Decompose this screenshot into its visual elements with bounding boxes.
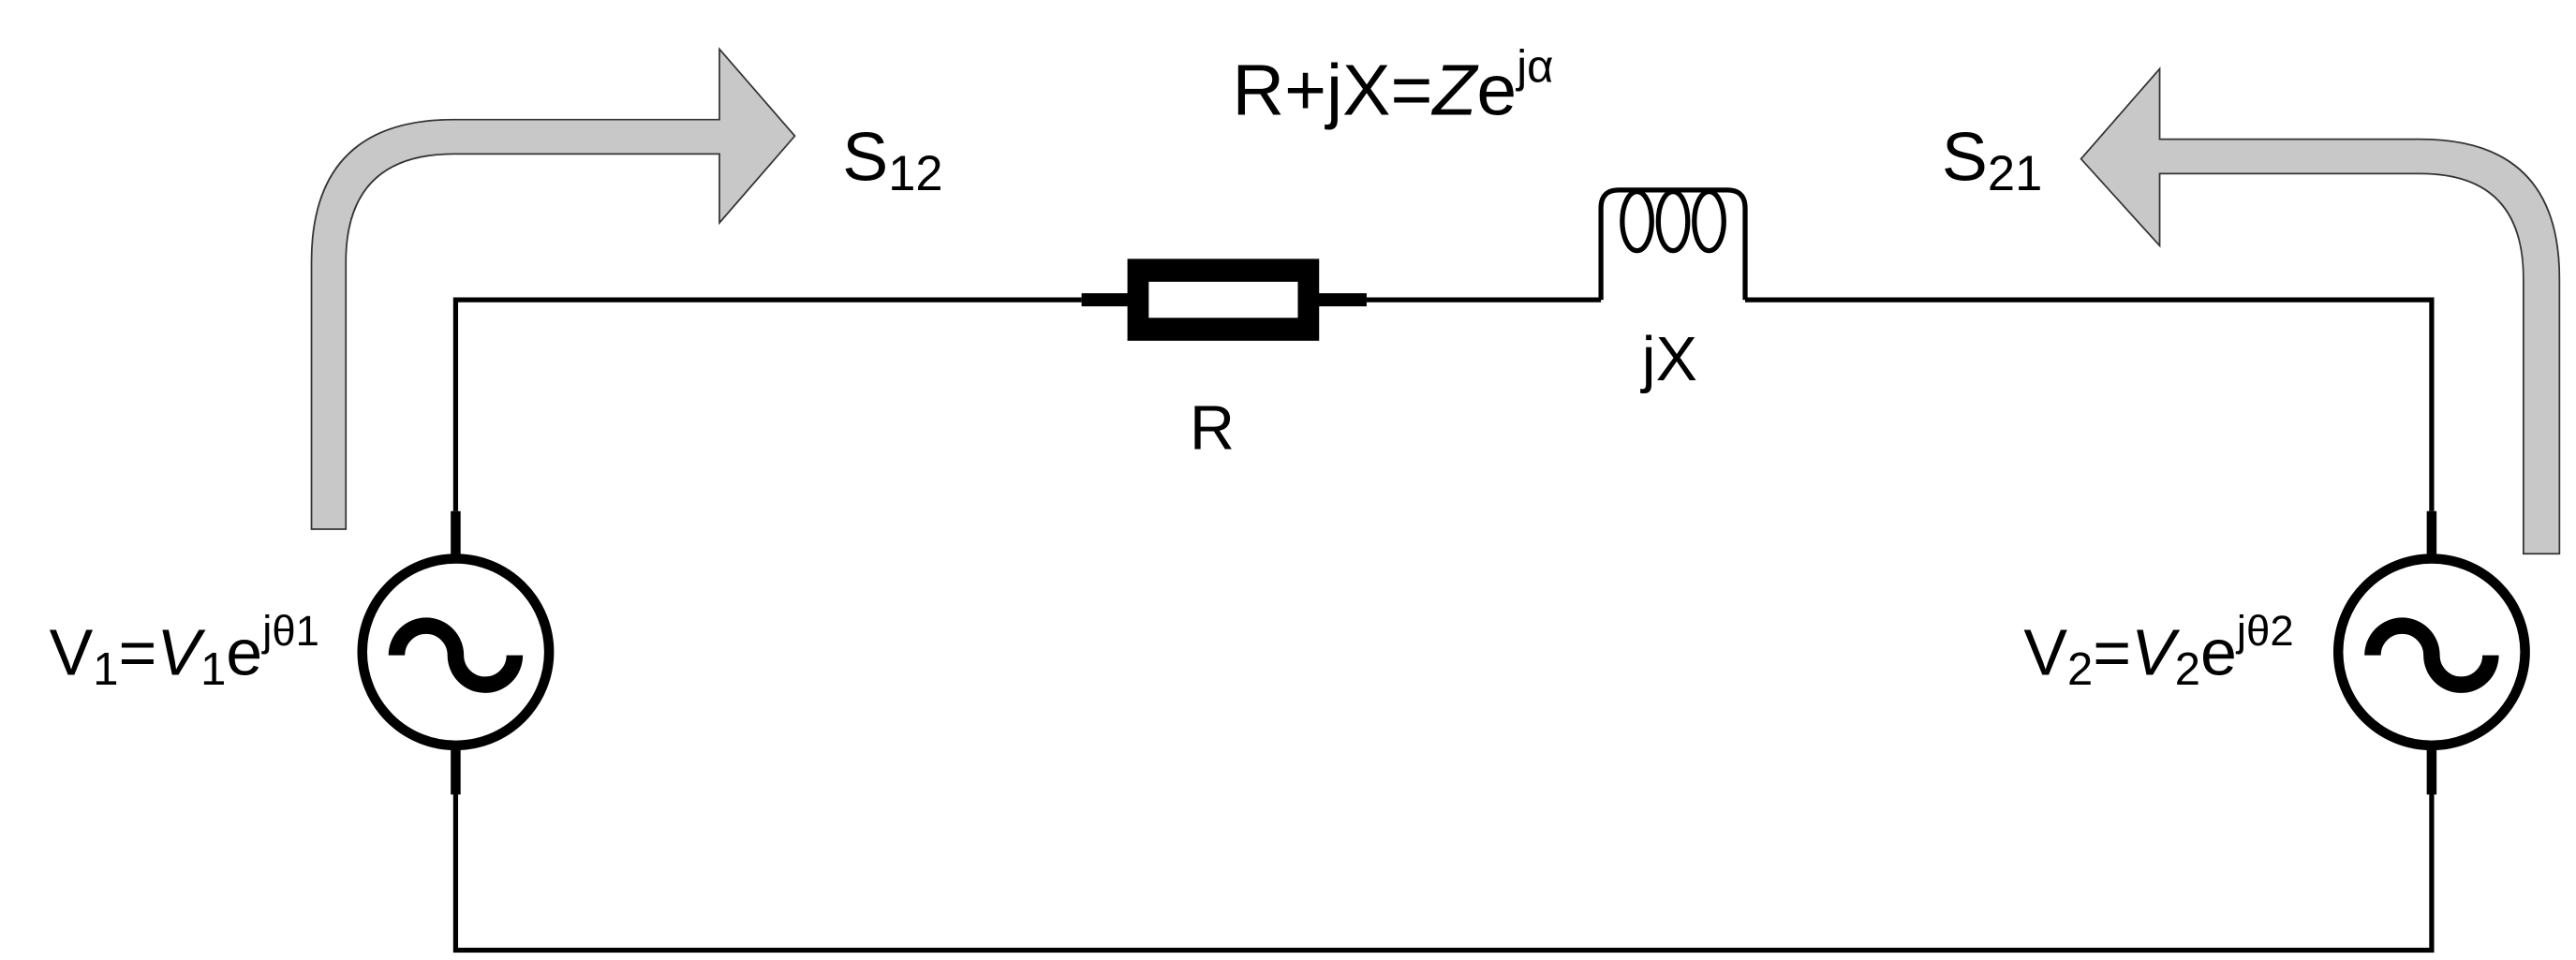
- sine-wave-icon: [388, 617, 524, 693]
- wire-top-right: [1745, 297, 2435, 511]
- resistor-label: R: [1190, 393, 1235, 463]
- s12-label: S12: [842, 117, 942, 200]
- inductor-label: jX: [1640, 325, 1697, 394]
- source-1-label: V1=V1ejθ1: [50, 607, 319, 695]
- power-flow-arrow-s21: [2080, 66, 2561, 555]
- source-2-label: V2=V2ejθ2: [2023, 607, 2293, 695]
- s21-label: S21: [1942, 117, 2042, 200]
- ac-source-2: [2332, 510, 2530, 795]
- power-flow-arrow-s12: [310, 47, 796, 530]
- impedance-label: R+jX=Zejα: [1233, 41, 1554, 130]
- resistor: [1081, 258, 1367, 341]
- inductor: [1598, 187, 1748, 301]
- sine-wave-icon: [2364, 617, 2499, 693]
- ac-source-1: [357, 510, 555, 795]
- wire-top-left: [452, 297, 1082, 511]
- wires: [452, 297, 2435, 953]
- wire-bottom: [452, 792, 2435, 953]
